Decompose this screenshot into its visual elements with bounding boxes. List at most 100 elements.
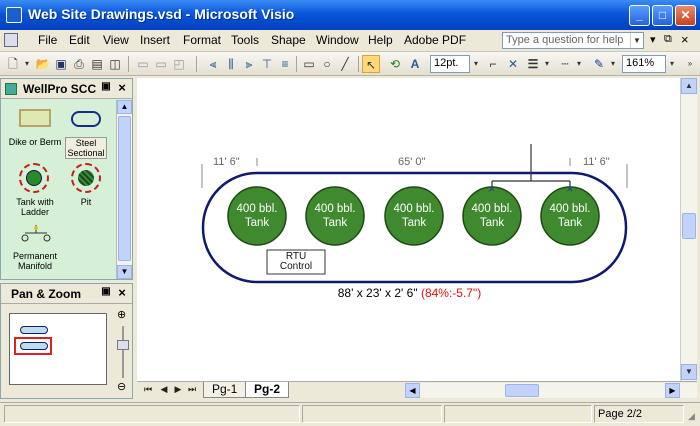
align-left-icon[interactable]: ⫷ bbox=[209, 57, 217, 71]
delete-connection-icon[interactable]: ✕ bbox=[507, 57, 519, 71]
align-right-icon[interactable]: ⫸ bbox=[245, 57, 253, 71]
ungroup-icon[interactable]: ▭ bbox=[155, 57, 167, 71]
prev-page-icon[interactable]: ◀ bbox=[160, 384, 168, 394]
scroll-up-icon[interactable]: ▲ bbox=[117, 100, 132, 114]
text-tool-icon[interactable]: A bbox=[410, 57, 420, 71]
pit-shape-icon[interactable] bbox=[71, 163, 101, 193]
scroll-thumb[interactable] bbox=[118, 116, 131, 261]
minimize-button[interactable]: _ bbox=[629, 5, 650, 26]
menu-shape[interactable]: Shape bbox=[271, 33, 306, 47]
tank-circle[interactable] bbox=[462, 186, 522, 246]
maximize-button[interactable]: □ bbox=[652, 5, 673, 26]
group-icon[interactable]: ▭ bbox=[137, 57, 149, 71]
canvas-vertical-scrollbar[interactable]: ▲ ▼ bbox=[680, 78, 697, 381]
resize-grip-icon[interactable]: ◢ bbox=[688, 411, 695, 421]
scroll-right-icon[interactable]: ▶ bbox=[665, 383, 680, 398]
menu-file[interactable]: File bbox=[38, 33, 58, 47]
connection-point-icon[interactable]: ✕ bbox=[566, 184, 574, 194]
line-weight-dropdown-icon[interactable]: ▾ bbox=[544, 59, 549, 68]
close-button[interactable]: ✕ bbox=[675, 5, 696, 26]
menu-window[interactable]: Window bbox=[316, 33, 359, 47]
align-top-icon[interactable]: ⊤ bbox=[261, 57, 273, 71]
zoom-out-icon[interactable]: ⊖ bbox=[117, 381, 127, 393]
zoom-slider-thumb[interactable] bbox=[117, 340, 129, 350]
tank-circle[interactable] bbox=[227, 186, 287, 246]
steel-sectional-shape-icon[interactable] bbox=[71, 111, 101, 127]
drawing-canvas[interactable]: ✕ ✕ 11' 6" 65' 0" 11' 6" 400 bbl. Tank 4… bbox=[137, 78, 682, 381]
rtu-control-box[interactable] bbox=[266, 249, 326, 275]
research-icon[interactable]: ◫ bbox=[109, 57, 121, 71]
menu-adobe-pdf[interactable]: Adobe PDF bbox=[404, 33, 467, 47]
menu-tools[interactable]: Tools bbox=[231, 33, 260, 47]
rectangle-tool-icon[interactable]: ▭ bbox=[303, 57, 315, 71]
doc-restore-icon[interactable]: ⧉ bbox=[664, 33, 672, 45]
print-preview-icon[interactable]: ▤ bbox=[91, 57, 103, 71]
line-weight-icon[interactable]: ☰ bbox=[527, 57, 539, 71]
menu-insert[interactable]: Insert bbox=[140, 33, 171, 47]
connection-point-icon[interactable]: ✕ bbox=[488, 184, 496, 194]
last-page-icon[interactable]: ⏭ bbox=[187, 384, 197, 394]
menu-view[interactable]: View bbox=[103, 33, 129, 47]
pointer-tool-icon[interactable]: ↖ bbox=[362, 55, 380, 73]
menu-edit[interactable]: Edit bbox=[69, 33, 90, 47]
tab-pg-2[interactable]: Pg-2 bbox=[245, 382, 290, 398]
pan-zoom-preview[interactable] bbox=[9, 313, 107, 385]
new-dropdown-icon[interactable]: ▾ bbox=[24, 59, 29, 68]
line-pattern-dropdown-icon[interactable]: ▾ bbox=[576, 59, 581, 68]
line-tool-icon[interactable]: ╱ bbox=[341, 57, 349, 71]
document-icon[interactable] bbox=[4, 33, 18, 47]
zoom-dropdown-icon[interactable]: ▾ bbox=[669, 59, 674, 68]
chevron-down-icon[interactable]: ▼ bbox=[630, 33, 643, 48]
open-icon[interactable]: 📂 bbox=[35, 57, 51, 71]
toolbar-separator bbox=[358, 56, 359, 72]
pane-close-icon[interactable]: × bbox=[118, 285, 126, 300]
dike-outline[interactable] bbox=[201, 171, 628, 284]
zoom-in-icon[interactable]: ⊕ bbox=[117, 309, 127, 321]
line-color-icon[interactable]: ✎ bbox=[593, 57, 605, 71]
zoom-field[interactable]: 161% bbox=[622, 55, 666, 73]
ellipse-tool-icon[interactable]: ○ bbox=[323, 57, 331, 71]
tank-label: 400 bbl. Tank bbox=[314, 203, 356, 229]
font-size-dropdown-icon[interactable]: ▾ bbox=[473, 59, 478, 68]
tab-pg-1[interactable]: Pg-1 bbox=[203, 382, 247, 398]
tank-circle[interactable] bbox=[305, 186, 365, 246]
pane-close-icon[interactable]: × bbox=[118, 80, 126, 95]
canvas-horizontal-scrollbar[interactable]: ◀ ▶ bbox=[405, 383, 697, 398]
next-page-icon[interactable]: ▶ bbox=[174, 384, 182, 394]
scroll-left-icon[interactable]: ◀ bbox=[405, 383, 420, 398]
toolbar-options-icon[interactable]: » bbox=[687, 59, 693, 68]
menu-format[interactable]: Format bbox=[183, 33, 222, 47]
zoom-slider[interactable]: ⊕ ⊖ bbox=[115, 306, 131, 396]
connector-tool-icon[interactable]: ⟲ bbox=[389, 57, 401, 71]
scroll-up-icon[interactable]: ▲ bbox=[681, 78, 697, 94]
doc-minimize-icon[interactable]: ▾ bbox=[650, 34, 656, 46]
first-page-icon[interactable]: ⏮ bbox=[143, 384, 153, 394]
tank-circle[interactable] bbox=[540, 186, 600, 246]
scroll-down-icon[interactable]: ▼ bbox=[117, 265, 132, 279]
shapes-pane-scrollbar[interactable]: ▲ ▼ bbox=[116, 100, 132, 279]
line-color-dropdown-icon[interactable]: ▾ bbox=[610, 59, 615, 68]
connection-point-icon[interactable]: ⌐ bbox=[489, 57, 497, 71]
new-icon[interactable]: 🗋 bbox=[8, 57, 18, 71]
visio-app-icon[interactable] bbox=[6, 7, 22, 23]
dike-berm-shape-icon[interactable] bbox=[19, 109, 51, 127]
tank-circle[interactable] bbox=[384, 186, 444, 246]
scroll-thumb[interactable] bbox=[682, 213, 696, 239]
preview-viewport[interactable] bbox=[14, 337, 52, 355]
bring-front-icon[interactable]: ◰ bbox=[173, 57, 185, 71]
pane-menu-icon[interactable]: ▣ bbox=[101, 286, 111, 297]
manifold-shape-icon[interactable] bbox=[21, 225, 51, 245]
scroll-thumb[interactable] bbox=[505, 384, 539, 397]
line-pattern-icon[interactable]: ┄ bbox=[561, 57, 569, 71]
align-center-icon[interactable]: ⫼ bbox=[228, 57, 234, 71]
print-icon[interactable]: ⎙ bbox=[74, 57, 84, 71]
doc-close-icon[interactable]: × bbox=[681, 32, 689, 47]
align-middle-icon[interactable]: ≡ bbox=[281, 57, 289, 71]
pane-menu-icon[interactable]: ▣ bbox=[101, 81, 111, 92]
help-search-input[interactable]: Type a question for help ▼ bbox=[502, 32, 644, 49]
tank-ladder-shape-icon[interactable] bbox=[19, 163, 49, 193]
menu-help[interactable]: Help bbox=[368, 33, 393, 47]
scroll-down-icon[interactable]: ▼ bbox=[681, 364, 697, 380]
font-size-field[interactable]: 12pt. bbox=[430, 55, 470, 73]
save-icon[interactable]: ▣ bbox=[55, 57, 67, 71]
